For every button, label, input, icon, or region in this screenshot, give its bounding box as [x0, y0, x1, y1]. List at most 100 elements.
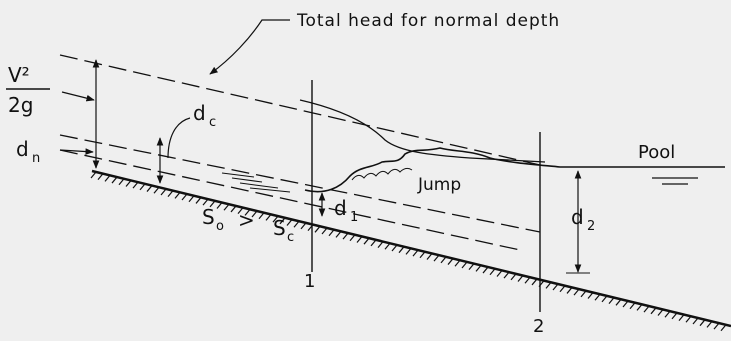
bed-hatch-mark	[181, 193, 188, 201]
bed-hatch-mark	[342, 232, 349, 240]
svg-text:S: S	[202, 205, 215, 229]
bed-hatch-mark	[482, 266, 489, 274]
dc-leader	[167, 117, 191, 159]
svg-text:1: 1	[350, 210, 358, 225]
bed-hatch-mark	[454, 259, 461, 267]
bed-hatch-mark	[321, 227, 328, 235]
bed-hatch-mark	[237, 207, 244, 215]
bed-hatch-mark	[139, 183, 146, 191]
d2-label: d 2	[571, 205, 595, 234]
svg-text:o: o	[216, 219, 224, 234]
bed-hatch-mark	[706, 321, 713, 328]
bed-hatch-mark	[111, 176, 118, 184]
bed-hatch-mark	[125, 180, 132, 187]
bed-hatch-mark	[160, 188, 167, 196]
bed-hatch-mark	[496, 270, 503, 277]
bed-hatch-mark	[594, 293, 601, 301]
bed-hatch-mark	[258, 212, 265, 220]
bed-hatch-mark	[398, 246, 405, 254]
bed-hatch-mark	[657, 309, 664, 316]
total-head-line	[59, 54, 541, 166]
bed-hatch-mark	[545, 281, 552, 289]
bed-hatch-mark	[251, 210, 258, 218]
bed-hatch-mark	[167, 190, 174, 198]
bed-hatch-mark	[643, 305, 650, 313]
vhead-leader	[61, 91, 95, 102]
bed-hatch-mark	[587, 292, 594, 299]
bed-hatch-mark	[461, 261, 468, 269]
bed-hatch-mark	[384, 242, 391, 250]
bed-hatch-mark	[629, 302, 636, 310]
bed-hatch-mark	[370, 239, 377, 247]
bed-hatch-mark	[608, 297, 615, 305]
normal-depth-line	[59, 149, 521, 251]
bed-hatch-mark	[678, 314, 685, 321]
total-head-annotation: Total head for normal depth	[296, 11, 560, 31]
bed-hatch-mark	[720, 324, 727, 332]
bed-hatch-mark	[209, 200, 216, 208]
bed-hatch-mark	[132, 181, 139, 189]
bed-hatch-mark	[573, 288, 580, 296]
supercritical-surface	[221, 172, 291, 193]
bed-hatch-mark	[391, 244, 398, 252]
bed-hatch-mark	[356, 236, 363, 243]
bed-hatch-mark	[685, 315, 692, 323]
bed-hatch-mark	[524, 276, 531, 284]
jump-roller	[351, 167, 413, 181]
critical-depth-line	[59, 134, 541, 233]
energy-line-jump	[299, 99, 546, 163]
bed-hatch-mark	[153, 186, 160, 194]
dc-label: d c	[193, 101, 216, 130]
bed-hatch-mark	[601, 295, 608, 303]
bed-hatch-mark	[475, 264, 482, 272]
bed-hatch-mark	[419, 251, 426, 259]
bed-hatch-mark	[279, 217, 286, 225]
d1-label: d 1	[334, 196, 358, 225]
bed-hatch-mark	[146, 185, 153, 192]
velocity-head-denominator: 2g	[8, 93, 33, 117]
bed-hatch-mark	[265, 214, 272, 221]
bed-hatch-mark	[692, 317, 699, 325]
svg-text:d: d	[334, 196, 347, 220]
bed-hatch-mark	[580, 290, 587, 298]
velocity-head-numerator: V²	[8, 63, 30, 87]
section-2-label: 2	[533, 316, 544, 337]
svg-text:>: >	[238, 208, 255, 232]
bed-hatch-mark	[440, 256, 447, 264]
bed-hatch-mark	[223, 203, 230, 211]
bed-hatch-mark	[615, 298, 622, 306]
jump-label: Jump	[417, 175, 461, 195]
bed-hatch-mark	[230, 205, 237, 213]
bed-hatch-mark	[377, 241, 384, 248]
bed-hatch-mark	[244, 208, 251, 216]
bed-hatch-mark	[650, 307, 657, 315]
bed-hatch-mark	[559, 285, 566, 293]
bed-hatch-mark	[293, 220, 300, 228]
bed-hatch-mark	[405, 247, 412, 255]
bed-hatch-mark	[195, 197, 202, 204]
bed-hatch-mark	[216, 202, 223, 209]
svg-text:S: S	[273, 216, 286, 240]
bed-hatch-mark	[671, 312, 678, 320]
svg-text:2: 2	[587, 219, 595, 234]
pool-label: Pool	[638, 142, 675, 163]
dn-arrow	[59, 148, 94, 155]
bed-hatch-mark	[328, 229, 335, 237]
svg-text:n: n	[32, 151, 40, 166]
svg-text:d: d	[193, 101, 206, 125]
bed-hatch-mark	[503, 271, 510, 279]
bed-hatch-mark	[412, 249, 419, 257]
bed-hatch-mark	[188, 195, 195, 203]
slope-label: S o > S c	[202, 205, 294, 245]
bed-hatch-mark	[713, 322, 720, 330]
bed-hatch-mark	[447, 258, 454, 265]
bed-hatch-mark	[531, 278, 538, 286]
bed-hatch-mark	[566, 287, 573, 294]
bed-hatch-mark	[510, 273, 517, 281]
bed-hatch-mark	[202, 198, 209, 206]
bed-hatch-mark	[552, 283, 559, 291]
svg-text:d: d	[571, 205, 584, 229]
bed-hatch-mark	[104, 174, 111, 182]
bed-hatch-mark	[335, 231, 342, 238]
